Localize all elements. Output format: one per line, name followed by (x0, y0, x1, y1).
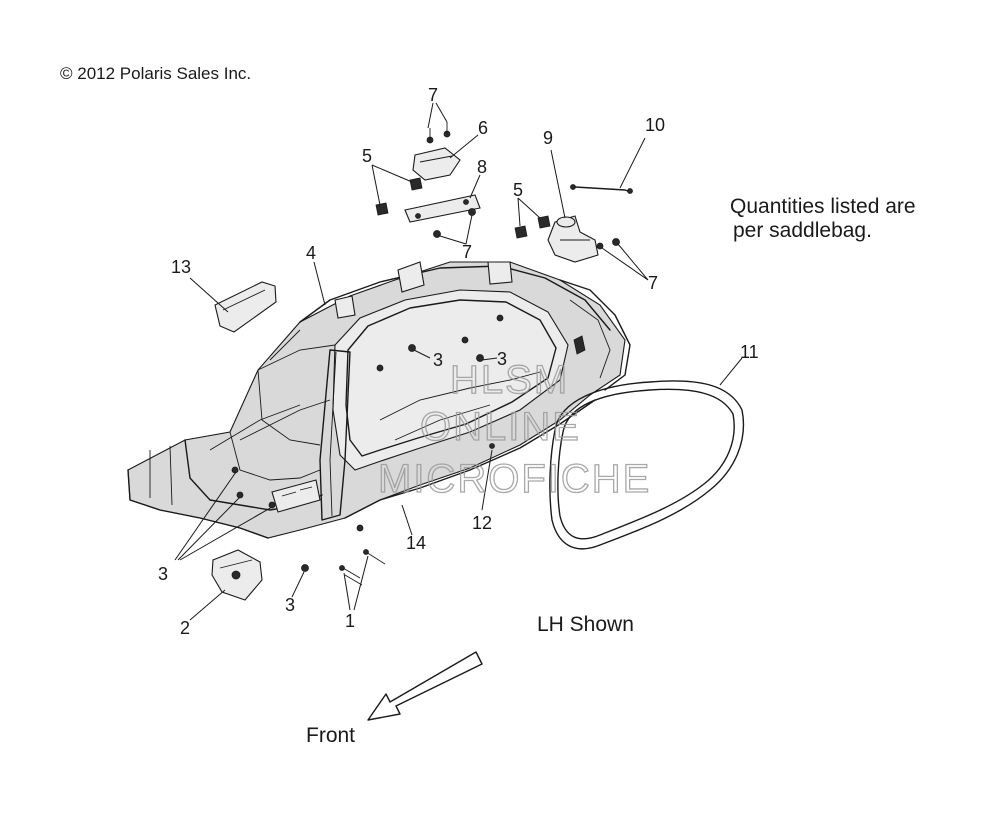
callout-1: 1 (345, 611, 355, 631)
gasket-seal (549, 380, 745, 550)
front-arrow-icon (367, 651, 483, 721)
callout-9: 9 (543, 128, 553, 148)
watermark-line1: HLSM (450, 358, 569, 402)
callout-11: 11 (740, 342, 759, 362)
mount-bracket-part (211, 549, 263, 601)
callout-13: 13 (171, 257, 191, 277)
leader-lines (174, 102, 743, 621)
screw-parts (301, 344, 484, 586)
watermark-line2: ONLINE (420, 405, 581, 449)
callout-7-mid: 7 (462, 242, 472, 262)
front-label: Front (306, 724, 355, 747)
callout-3-lower: 3 (285, 595, 295, 615)
view-label: LH Shown (537, 613, 634, 636)
callout-8: 8 (477, 157, 487, 177)
callout-7-top: 7 (428, 85, 438, 105)
saddlebag-body (127, 261, 631, 539)
callout-7-right: 7 (648, 273, 658, 293)
watermark-line3: MICROFICHE (378, 457, 651, 501)
watermark: HLSM ONLINE MICROFICHE (377, 357, 651, 501)
callout-labels: 7 6 9 10 5 8 5 7 7 4 13 3 3 11 12 14 3 3… (158, 85, 759, 638)
lock-assembly (514, 215, 620, 263)
callout-3-center-right: 3 (497, 349, 507, 369)
callout-12: 12 (472, 513, 492, 533)
callout-5-right: 5 (513, 180, 523, 200)
quantity-note-line1: Quantities listed are (730, 195, 916, 218)
cable-part (570, 184, 633, 194)
callout-5-left: 5 (362, 146, 372, 166)
quantity-note-line2: per saddlebag. (733, 219, 872, 242)
callout-3-lower-left: 3 (158, 564, 168, 584)
back-panel-part (214, 281, 277, 333)
callout-2: 2 (180, 618, 190, 638)
callout-14: 14 (406, 533, 426, 553)
copyright-text: © 2012 Polaris Sales Inc. (60, 64, 251, 83)
latch-bracket-assembly (375, 122, 481, 238)
callout-3-center-left: 3 (433, 350, 443, 370)
callout-10: 10 (645, 115, 665, 135)
callout-6: 6 (478, 118, 488, 138)
callout-4: 4 (306, 243, 316, 263)
